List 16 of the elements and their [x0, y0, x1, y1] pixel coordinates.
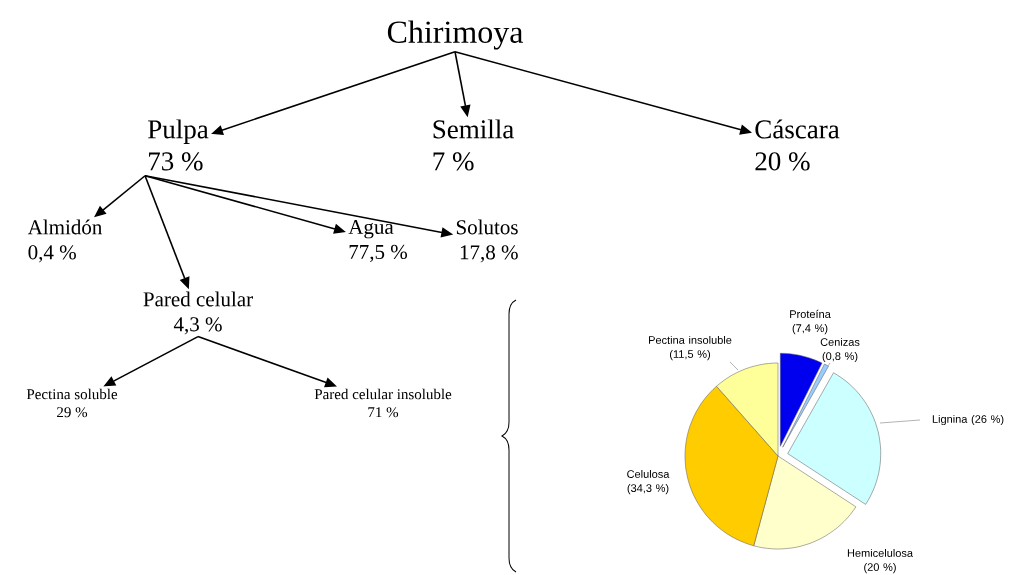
- slice-label: Pectina insoluble (11,5 %): [649, 335, 732, 361]
- node-label: Pectina soluble 29 %: [26, 388, 118, 418]
- node-label: Almidón 0,4 %: [27, 219, 102, 263]
- slice-label: Celulosa (34,3 %): [627, 469, 670, 495]
- slice-label: Lignina (26 %): [932, 414, 1004, 426]
- node-label: Chirimoya: [387, 20, 524, 50]
- node-label: Pared celular insoluble 71 %: [314, 388, 452, 418]
- node-label: Agua 77,5 %: [348, 219, 408, 263]
- slice-label: Hemicelulosa (20 %): [847, 548, 913, 574]
- slice-label: Proteína (7,4 %): [790, 309, 831, 335]
- node-label: Pulpa 73 %: [148, 119, 209, 171]
- node-label: Pared celular 4,3 %: [143, 291, 253, 335]
- slice-label: Cenizas (0,8 %): [820, 337, 860, 363]
- node-label: Semilla 7 %: [433, 119, 514, 171]
- node-label: Cáscara 20 %: [755, 119, 840, 171]
- node-label: Solutos 17,8 %: [456, 219, 518, 263]
